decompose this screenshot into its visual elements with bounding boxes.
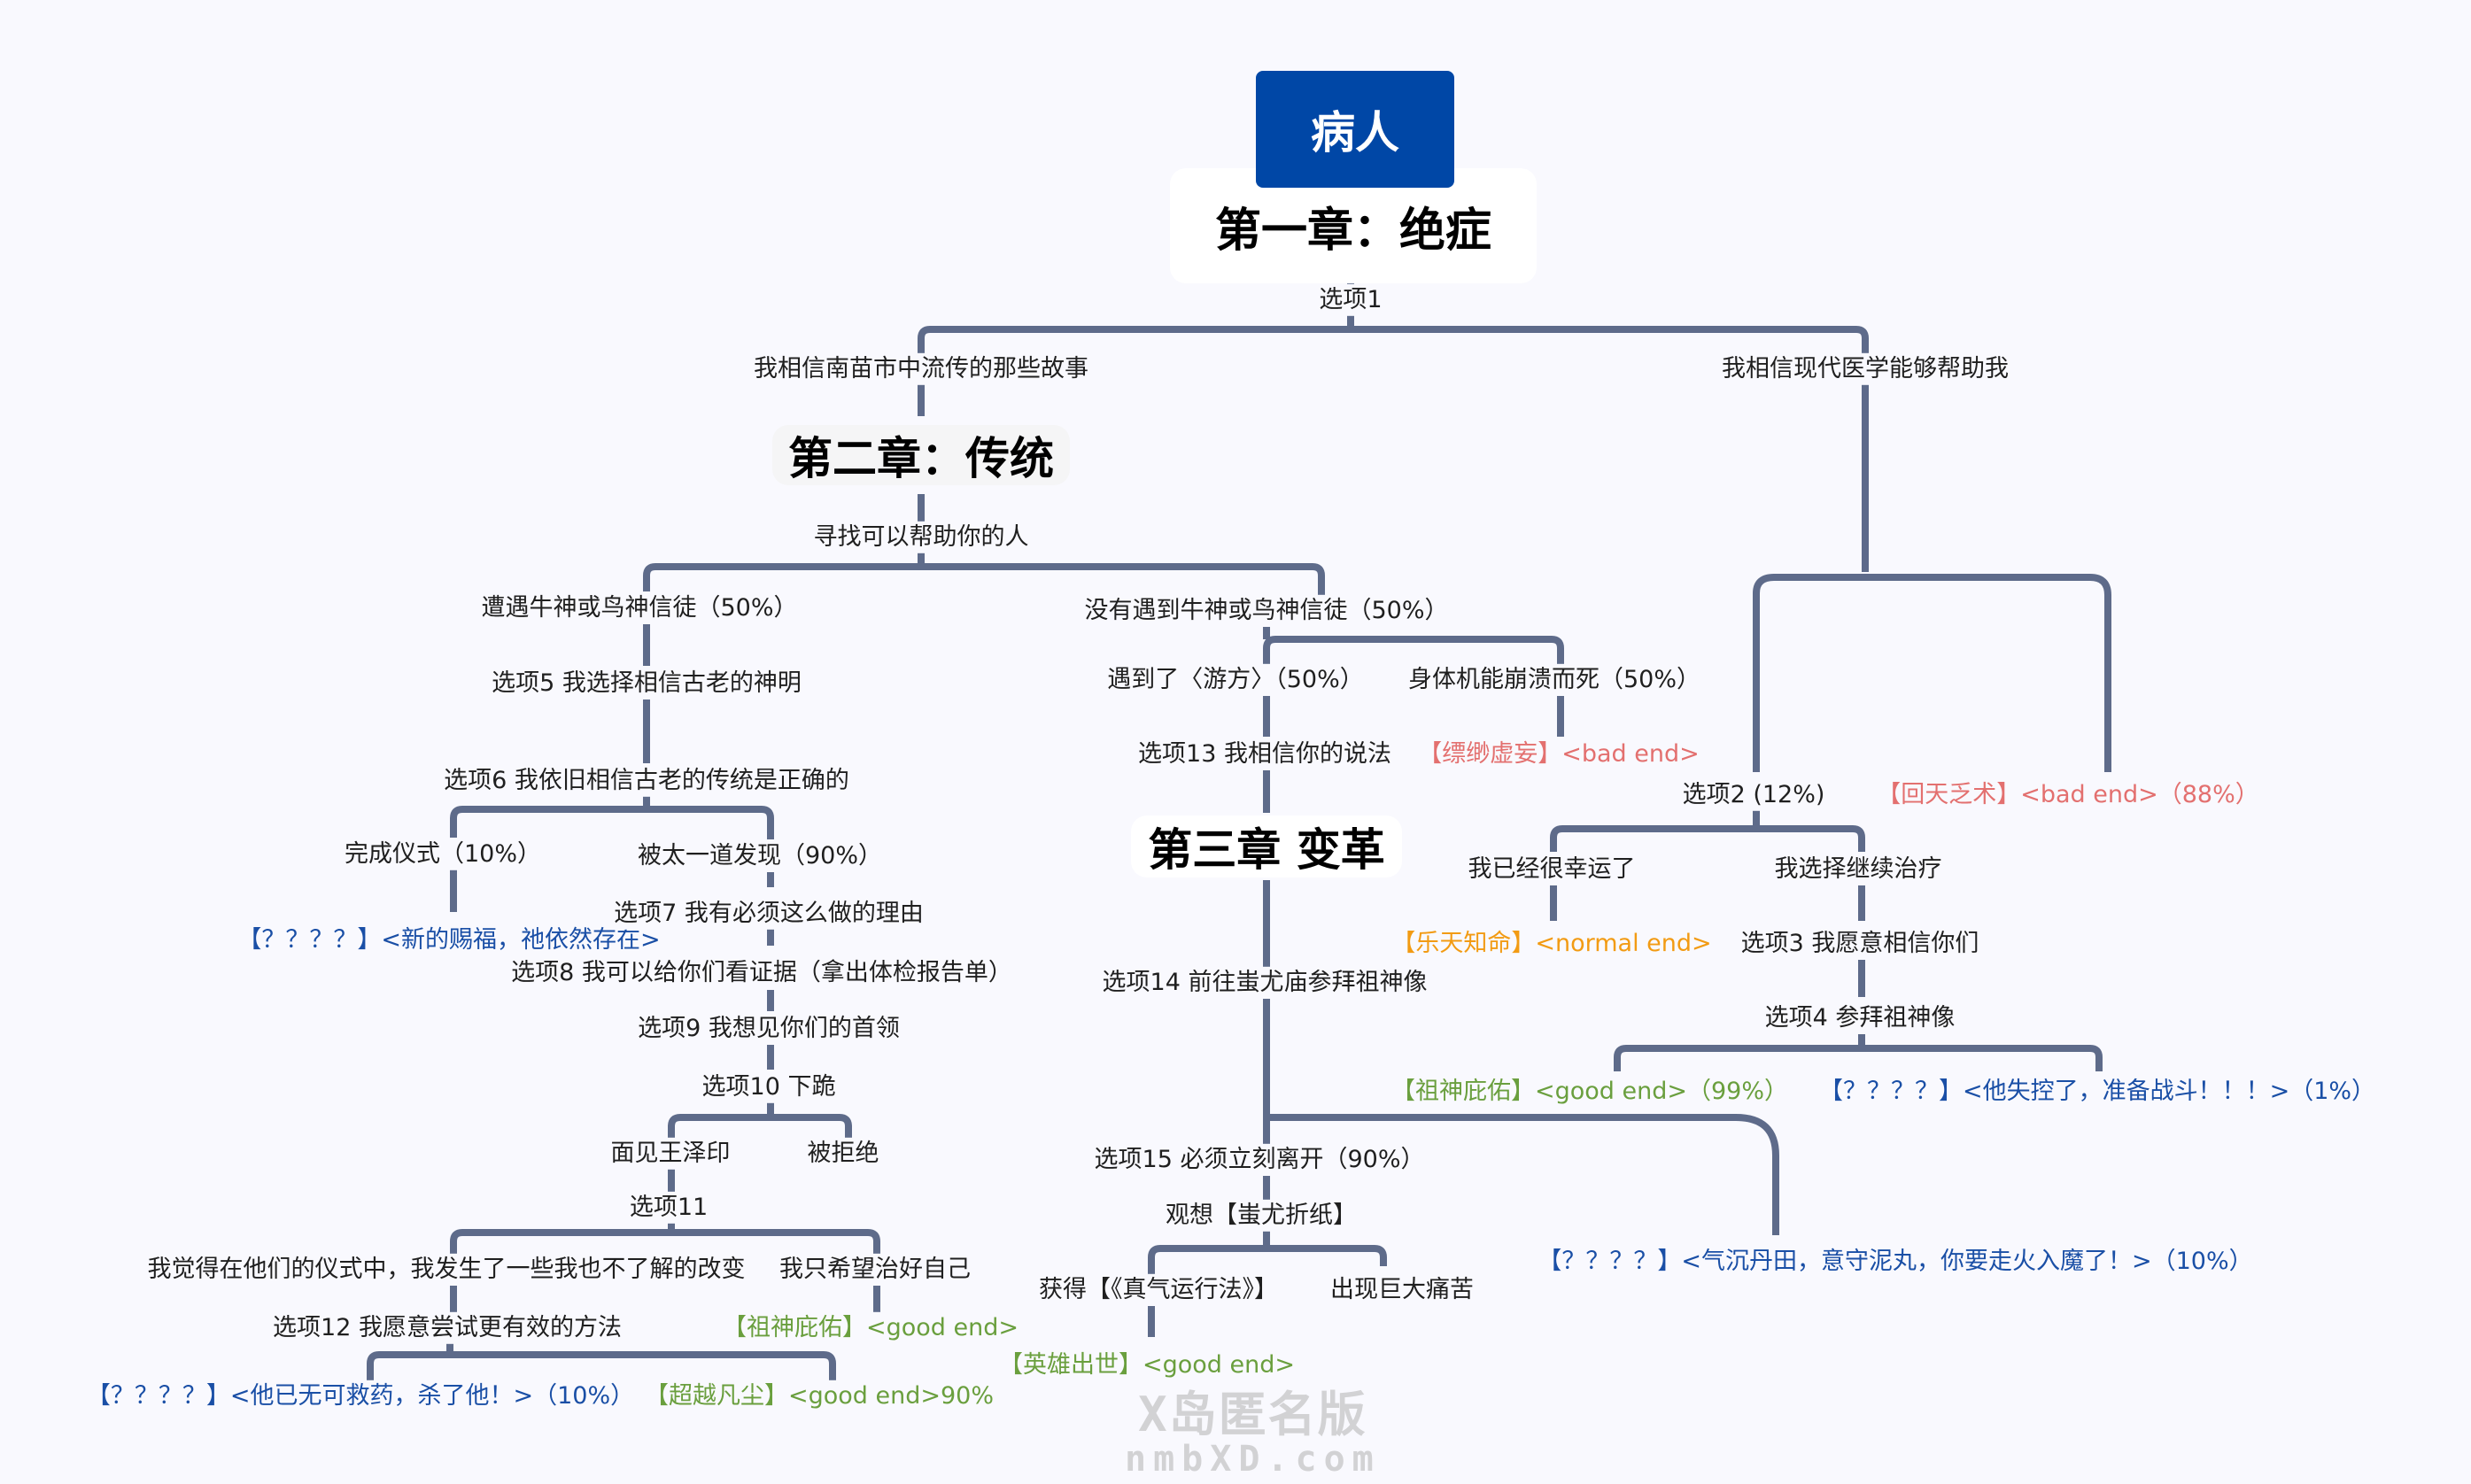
connector-24 <box>367 1351 836 1381</box>
node-already-lucky[interactable]: 我已经很幸运了 <box>1462 853 1641 886</box>
node-opt4[interactable]: 选项4 参拜祖神像 <box>1759 1001 1961 1035</box>
node-opt9[interactable]: 选项9 我想见你们的首领 <box>632 1012 905 1046</box>
node-rejected[interactable]: 被拒绝 <box>802 1137 885 1171</box>
node-end-illusion[interactable]: 【缥缈虚妄】<bad end> <box>1413 738 1705 771</box>
node-not-meet-believers[interactable]: 没有遇到牛神或鸟神信徒（50%） <box>1079 594 1454 628</box>
node-opt2[interactable]: 选项2 (12%) <box>1677 778 1831 812</box>
node-end-transcend[interactable]: 【超越凡尘】<good end>90% <box>639 1380 1000 1413</box>
node-opt11[interactable]: 选项11 <box>624 1191 714 1225</box>
connector-26 <box>1263 636 1564 664</box>
node-end-ancestor-blessing-left[interactable]: 【祖神庇佑】<good end> <box>717 1311 1025 1345</box>
node-found-by-taiyi[interactable]: 被太一道发现（90%） <box>631 839 888 873</box>
node-believe-medicine[interactable]: 我相信现代医学能够帮助我 <box>1716 352 2014 386</box>
node-end-hero[interactable]: 【英雄出世】<good end> <box>993 1349 1301 1382</box>
watermark-line1: X岛匿名版 <box>1138 1387 1367 1442</box>
connector-2 <box>918 326 1869 354</box>
node-continue-treatment[interactable]: 我选择继续治疗 <box>1769 853 1948 886</box>
node-end-lost-control[interactable]: 【？？？？】<他失控了，准备战斗！！！>（1%） <box>1813 1075 2382 1109</box>
node-opt6[interactable]: 选项6 我依旧相信古老的传统是正确的 <box>438 764 855 798</box>
node-end-new-blessing[interactable]: 【？？？？】<新的赐福，祂依然存在> <box>232 924 666 957</box>
node-opt3[interactable]: 选项3 我愿意相信你们 <box>1735 927 1985 961</box>
node-opt7[interactable]: 选项7 我有必须这么做的理由 <box>608 897 929 931</box>
node-just-want-cure[interactable]: 我只希望治好自己 <box>774 1253 976 1287</box>
watermark: X岛匿名版 nmbXD.com <box>1125 1387 1381 1480</box>
connector-20 <box>450 1229 880 1256</box>
node-end-qi-deviation[interactable]: 【？？？？】<气沉丹田，意守泥丸，你要走火入魔了！>（10%） <box>1532 1245 2258 1279</box>
node-end-kill-him[interactable]: 【？？？？】<他已无可救药，杀了他！>（10%） <box>81 1380 640 1413</box>
node-end-no-cure[interactable]: 【回天乏术】<bad end>（88%） <box>1871 778 2265 812</box>
connector-35 <box>1148 1245 1387 1275</box>
node-opt10[interactable]: 选项10 下跪 <box>696 1070 841 1104</box>
node-complete-ritual[interactable]: 完成仪式（10%） <box>338 838 547 871</box>
node-opt15[interactable]: 选项15 必须立刻离开（90%） <box>1088 1143 1430 1177</box>
node-opt12[interactable]: 选项12 我愿意尝试更有效的方法 <box>267 1311 627 1345</box>
node-opt5[interactable]: 选项5 我选择相信古老的神明 <box>486 667 807 700</box>
node-visualize-chiyou[interactable]: 观想【蚩尤折纸】 <box>1160 1199 1362 1233</box>
watermark-line2: nmbXD.com <box>1125 1438 1381 1480</box>
node-seek-help[interactable]: 寻找可以帮助你的人 <box>808 521 1034 554</box>
node-meet-wang[interactable]: 面见王泽印 <box>605 1137 736 1171</box>
chapter-2-title[interactable]: 第二章：传统 <box>772 425 1070 485</box>
node-opt14[interactable]: 选项14 前往蚩尤庙参拜祖神像 <box>1096 966 1433 1000</box>
connector-10 <box>450 806 774 839</box>
connector-38 <box>1753 574 2111 772</box>
connector-45 <box>1614 1045 2103 1071</box>
node-meet-believers[interactable]: 遭遇牛神或鸟神信徒（50%） <box>476 591 803 625</box>
node-get-qi-method[interactable]: 获得【《真气运行法》】 <box>1034 1273 1283 1307</box>
node-opt13[interactable]: 选项13 我相信你的说法 <box>1133 738 1397 771</box>
node-great-pain[interactable]: 出现巨大痛苦 <box>1325 1273 1479 1307</box>
connector-17 <box>668 1114 852 1139</box>
connector-32 <box>1266 1114 1779 1235</box>
node-opt8[interactable]: 选项8 我可以给你们看证据（拿出体检报告单） <box>506 956 1018 990</box>
node-body-collapse[interactable]: 身体机能崩溃而死（50%） <box>1402 663 1707 697</box>
node-opt1[interactable]: 选项1 <box>1313 283 1388 317</box>
chapter-3-title[interactable]: 第三章 变革 <box>1131 815 1402 877</box>
root-node[interactable]: 病人 <box>1256 71 1454 188</box>
connector-6 <box>643 563 1325 595</box>
connector-40 <box>1550 825 1865 852</box>
node-believe-legends[interactable]: 我相信南苗市中流传的那些故事 <box>748 352 1094 386</box>
node-changed-in-ritual[interactable]: 我觉得在他们的仪式中，我发生了一些我也不了解的改变 <box>142 1253 751 1287</box>
node-end-content[interactable]: 【乐天知命】<normal end> <box>1386 927 1717 961</box>
node-end-ancestor-blessing-99[interactable]: 【祖神庇佑】<good end>（99%） <box>1385 1075 1794 1109</box>
node-met-youfang[interactable]: 遇到了〈游方〉（50%） <box>1102 663 1369 697</box>
